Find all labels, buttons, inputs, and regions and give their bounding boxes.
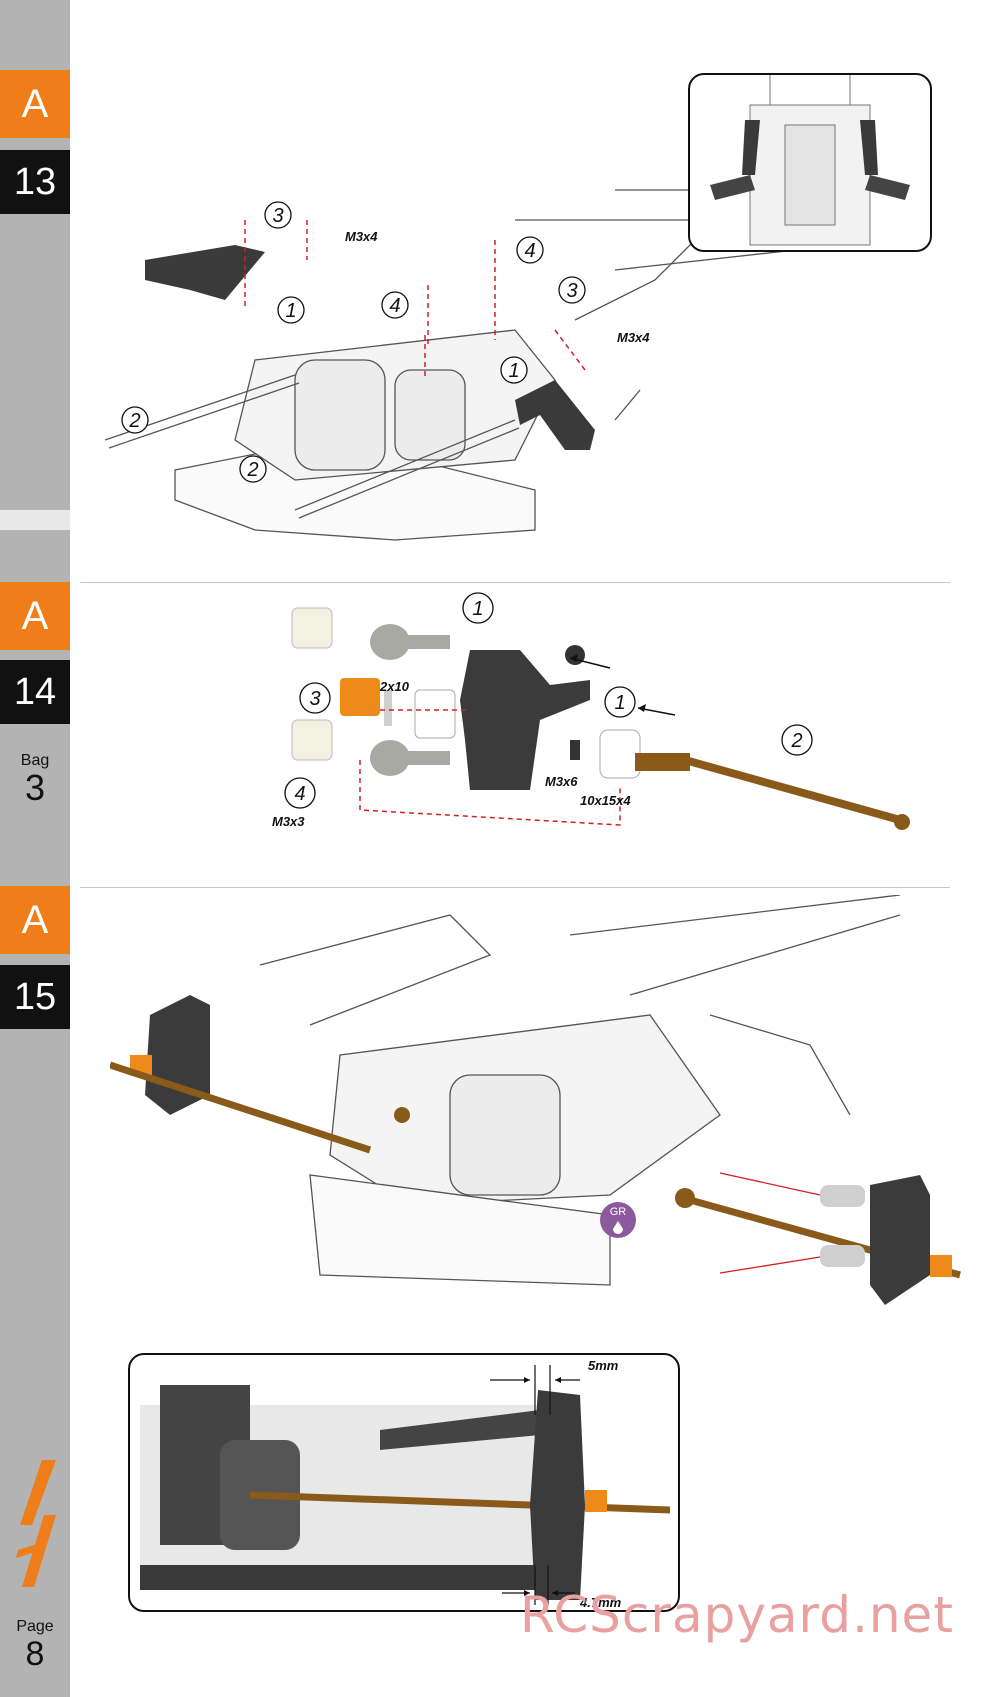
step-13-inset (688, 73, 932, 252)
inset-dimension-bottom: 4.7mm (579, 1595, 622, 1610)
brand-logo (16, 1460, 56, 1587)
divider-step-14-15 (80, 887, 950, 888)
step-14-bearing-label: 10x15x4 (580, 793, 631, 808)
sidebar-stripe (0, 510, 70, 530)
step-14-grub-label: M3x3 (272, 814, 305, 829)
inset-dimension-top: 5mm (588, 1358, 619, 1373)
bag-indicator: Bag 3 (0, 752, 70, 806)
bag-number: 3 (24, 767, 46, 808)
bag-label: Bag (20, 752, 50, 769)
page-label: Page (16, 1618, 54, 1635)
step-14-callout-1a: 1 (472, 598, 483, 620)
step-13-callout-3a: 3 (272, 205, 283, 227)
page-indicator: Page 8 (0, 1618, 70, 1672)
page-number: 8 (25, 1635, 45, 1673)
step-14-illustration: 1 1 2 3 4 2x10 M3x6 10x15x4 M3x3 (260, 590, 960, 890)
step-14-pin-label: 2x10 (379, 679, 410, 694)
step-14-callout-3: 3 (309, 688, 320, 710)
step-13-callout-1b: 1 (508, 360, 519, 382)
step-14-callout-2: 2 (790, 730, 802, 752)
step-15-inset: 5mm 4.7mm (128, 1353, 680, 1612)
step-13-section-tab: A (0, 70, 70, 138)
step-15-number: 15 (0, 965, 70, 1029)
step-14-section-tab: A (0, 582, 70, 650)
step-14-number: 14 (0, 660, 70, 724)
step-13-callout-2a: 2 (128, 410, 140, 432)
step-13-callout-2b: 2 (246, 459, 258, 481)
step-13-illustration: 3 1 2 2 4 4 3 1 M3x4 M3x4 (95, 160, 835, 580)
divider-step-13-14 (80, 582, 950, 583)
step-15-illustration: GR (110, 895, 970, 1335)
watermark: RCScrapyard.net (520, 1586, 954, 1644)
step-15-section-tab: A (0, 886, 70, 954)
step-13-screw-label-b: M3x4 (617, 330, 650, 345)
step-13-callout-1a: 1 (285, 300, 296, 322)
step-13-screw-label-a: M3x4 (345, 229, 378, 244)
step-13-callout-3b: 3 (566, 280, 577, 302)
step-13-number: 13 (0, 150, 70, 214)
step-14-callout-1b: 1 (614, 692, 625, 714)
step-14-callout-4: 4 (294, 783, 305, 805)
grease-badge-label: GR (610, 1206, 627, 1218)
sidebar: A 13 A 14 Bag 3 A 15 Page 8 (0, 0, 70, 1697)
step-14-screw-label: M3x6 (545, 774, 578, 789)
grease-badge-icon (600, 1202, 636, 1238)
step-13-callout-4a: 4 (524, 240, 535, 262)
step-13-callout-4b: 4 (389, 295, 400, 317)
